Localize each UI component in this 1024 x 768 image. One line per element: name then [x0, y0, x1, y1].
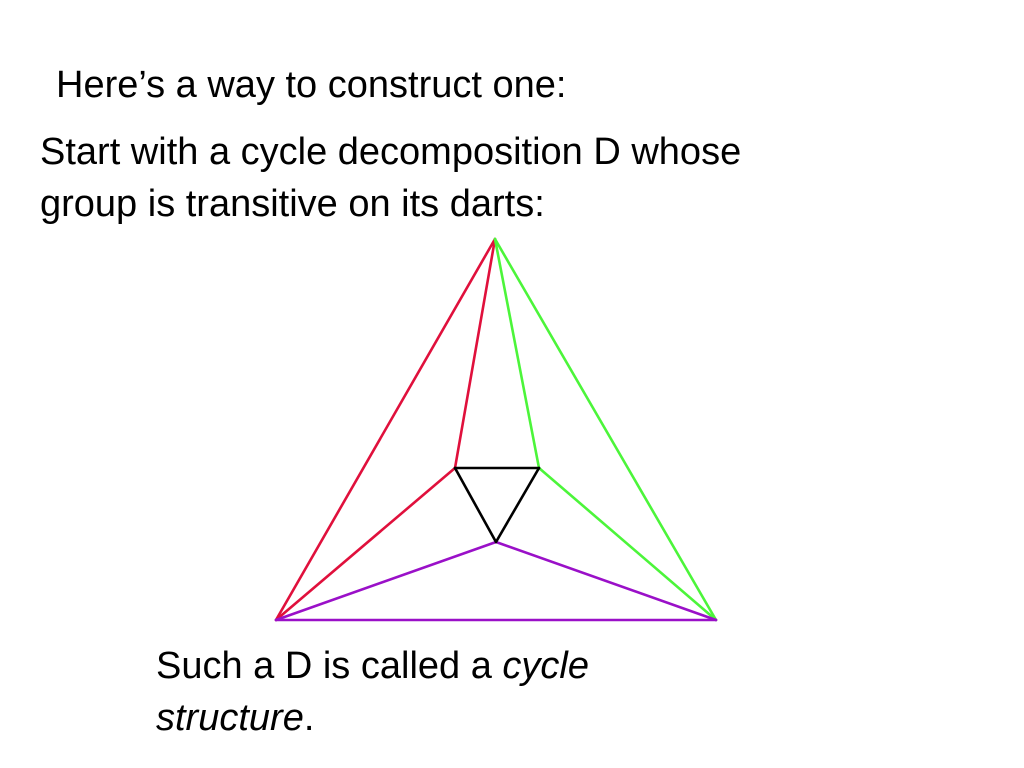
- caption-end: .: [303, 697, 315, 739]
- caption-part-1: Such a D is called a: [156, 645, 503, 687]
- edge-inner-right-inner-bottom: [494, 466, 541, 544]
- edge-inner-bottom-right: [494, 540, 718, 622]
- edge-left-inner-bottom: [274, 540, 498, 622]
- intro-text: Start with a cycle decomposition D whose…: [40, 126, 940, 230]
- edge-top-left: [274, 237, 497, 622]
- caption-line-2: structure.: [156, 692, 756, 744]
- caption-italic-1: cycle: [502, 645, 589, 687]
- intro-line-2: group is transitive on its darts:: [40, 183, 545, 225]
- slide-heading: Here’s a way to construct one:: [56, 64, 567, 106]
- diagram-edges: [274, 237, 718, 622]
- edge-top-inner-right: [493, 237, 541, 470]
- edge-inner-right-right: [537, 466, 718, 622]
- edge-top-right: [493, 237, 718, 622]
- caption-line-1: Such a D is called a cycle: [156, 640, 756, 692]
- intro-line-1: Start with a cycle decomposition D whose: [40, 131, 742, 173]
- edge-inner-left-left: [274, 466, 457, 622]
- edge-inner-bottom-inner-left: [453, 466, 498, 544]
- caption-italic-2: structure: [156, 697, 304, 739]
- edge-top-inner-left: [453, 237, 497, 470]
- caption-text: Such a D is called a cycle structure.: [156, 640, 756, 744]
